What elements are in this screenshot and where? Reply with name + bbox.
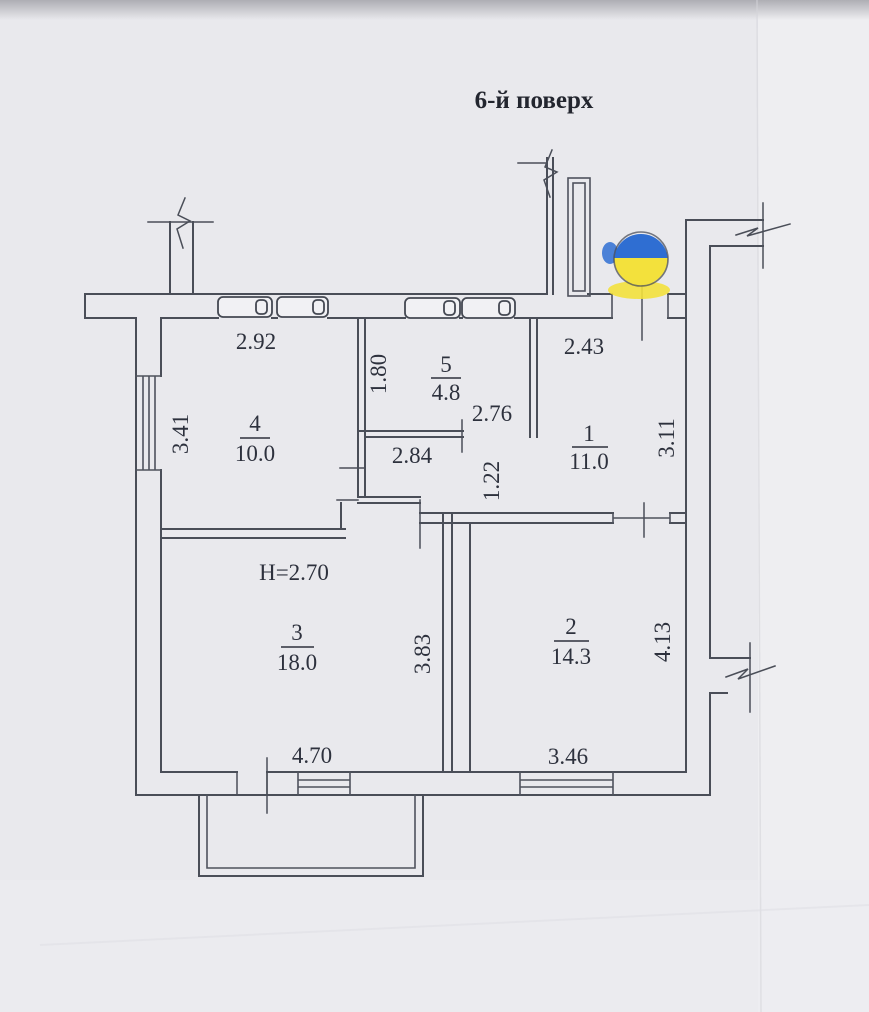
labels: 6-й поверх 2.92 3.41 4 10.0 1.80 5 4.8 2… [168,87,679,769]
room5-number: 5 [440,352,452,377]
ukraine-flag-mark [602,231,670,299]
exterior-walls [84,219,711,796]
room5-area: 4.8 [432,380,461,405]
break-icon [543,149,559,198]
window-icon [217,296,273,318]
left-wall-window [135,375,162,471]
dim-room1-right: 3.11 [654,418,679,457]
room4-area: 10.0 [235,441,275,466]
room1-area: 11.0 [569,449,608,474]
dim-room4-left: 3.41 [168,414,193,454]
room4-number: 4 [249,411,261,436]
dim-room2-right: 4.13 [650,622,675,662]
dim-room2-bottom: 3.46 [548,744,588,769]
dim-room3-right: 3.83 [410,634,435,674]
room3-number: 3 [291,620,303,645]
dim-room1-top: 2.43 [564,334,604,359]
room1-number: 1 [583,421,595,446]
room3-area: 18.0 [277,650,317,675]
dim-room4-top: 2.92 [236,329,276,354]
room3-window [297,771,351,796]
window-icon [276,296,329,318]
window-icon [404,297,461,319]
break-icon [176,197,192,249]
dim-hall-passage: 1.22 [479,461,504,501]
wall-break-symbols [176,149,791,713]
dim-hall-width: 2.84 [392,443,433,468]
dim-room5-bottom: 2.76 [472,401,512,426]
balcony-railing [198,794,424,877]
dim-room5-left: 1.80 [366,354,391,394]
room2-area: 14.3 [551,644,591,669]
window-icon [461,297,516,319]
top-wall-windows [217,296,516,319]
room2-window [519,771,614,796]
break-icon [725,642,776,713]
break-icon [735,202,791,269]
dim-room3-bottom: 4.70 [292,743,332,768]
page-title: 6-й поверх [475,87,594,114]
room2-number: 2 [565,614,577,639]
right-wall-protrusion [709,657,751,694]
interior-walls [162,317,687,773]
upper-corridor-walls [147,157,764,297]
ceiling-height-note: H=2.70 [259,560,329,585]
